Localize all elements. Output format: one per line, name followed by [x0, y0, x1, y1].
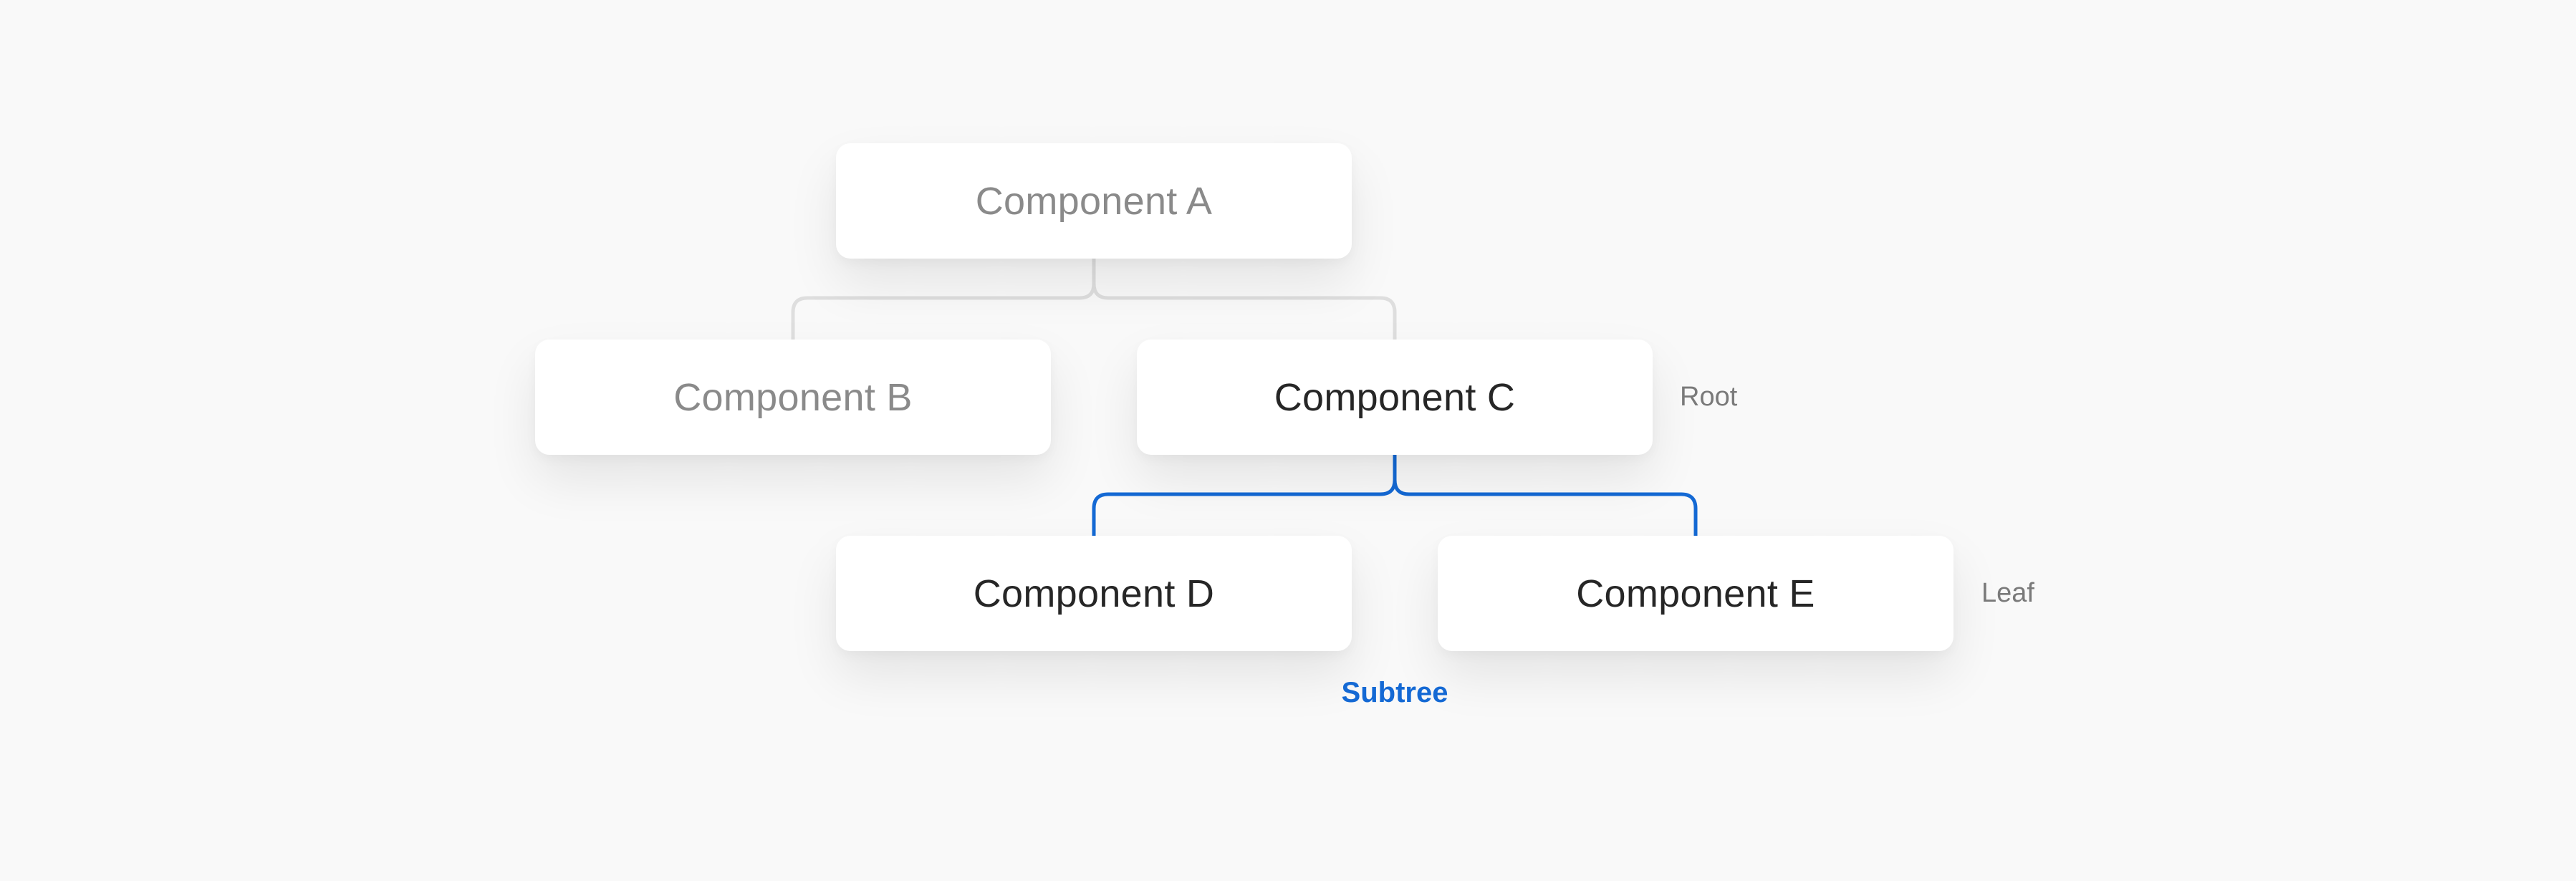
component-a-node[interactable]: Component A [836, 143, 1352, 259]
component-b-node[interactable]: Component B [535, 340, 1051, 455]
connector-c-to-d-e [1092, 455, 1698, 536]
component-c-node[interactable]: Component C [1137, 340, 1653, 455]
root-annotation: Root [1680, 382, 1738, 412]
connector-a-to-b-c [791, 259, 1397, 340]
component-b-label: Component B [673, 375, 913, 419]
component-e-label: Component E [1576, 572, 1815, 615]
leaf-annotation: Leaf [1981, 578, 2034, 608]
component-d-node[interactable]: Component D [836, 536, 1352, 651]
component-e-node[interactable]: Component E [1438, 536, 1953, 651]
subtree-annotation: Subtree [1341, 677, 1448, 708]
component-a-label: Component A [975, 179, 1213, 223]
component-d-label: Component D [973, 572, 1215, 615]
component-c-label: Component C [1274, 375, 1516, 419]
